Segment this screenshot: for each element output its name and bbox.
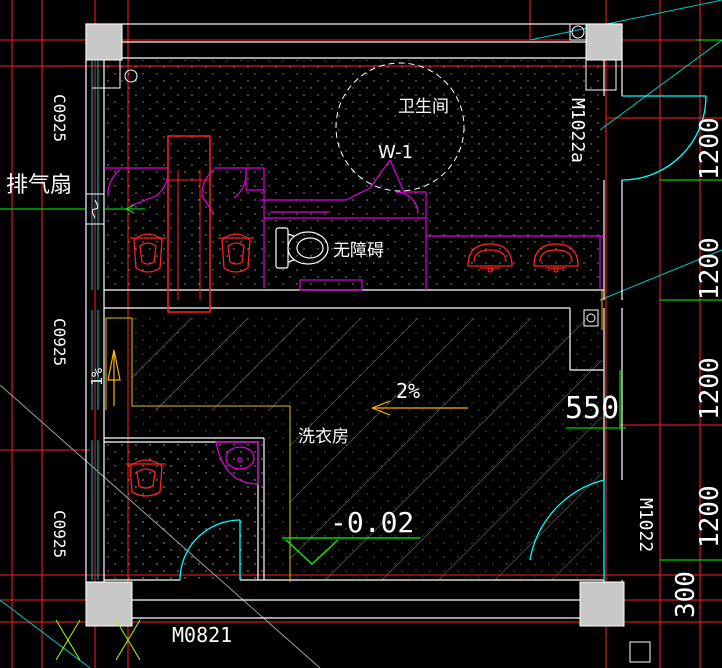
left-windows — [91, 60, 99, 580]
column-bottom-right — [579, 581, 625, 627]
slope-small-label: 1% — [88, 368, 106, 386]
slope-arrow-small — [107, 349, 121, 406]
dim-1200-b: 1200 — [695, 237, 722, 300]
bottom-right-mark — [629, 641, 651, 663]
wash-basin-1 — [467, 243, 513, 273]
door-right-upper-label: M1022a — [567, 98, 588, 163]
exhaust-fan-symbol — [0, 193, 145, 225]
door-bottom-label: M0821 — [172, 623, 232, 647]
squat-toilet-3 — [126, 459, 166, 497]
corner-basin — [215, 441, 259, 485]
door-stall — [179, 519, 241, 581]
accessible-label: 无障碍 — [333, 241, 384, 261]
wash-basin-2 — [533, 243, 579, 273]
laundry-hatch — [132, 318, 602, 580]
column-bottom-left — [85, 581, 133, 627]
accessible-toilet — [275, 227, 329, 269]
window-tag: W-1 — [378, 142, 413, 163]
door-right-lower-label: M1022 — [635, 498, 656, 552]
room-tag-circle — [335, 62, 465, 192]
column-markers — [124, 23, 599, 327]
dim-300: 300 — [671, 571, 701, 618]
laundry-boundary — [105, 290, 603, 582]
elevation-label: -0.02 — [330, 506, 414, 539]
window-left-bottom-label: C0925 — [50, 510, 69, 558]
slope-label: 2% — [396, 379, 420, 403]
walls — [85, 23, 623, 619]
column-top-left — [85, 23, 123, 61]
pipe-chase-inner — [168, 170, 210, 300]
squat-toilet-1 — [130, 233, 166, 273]
dimension-ticks — [566, 39, 722, 561]
room-title: 卫生间 — [398, 97, 449, 117]
pipe-chase — [167, 135, 211, 313]
toilet-partitions — [104, 159, 604, 291]
dim-1200-a: 1200 — [695, 117, 722, 180]
window-left-top-label: C0925 — [50, 94, 69, 142]
dim-550: 550 — [565, 391, 619, 426]
slope-arrow — [371, 400, 468, 416]
columns — [85, 23, 625, 627]
door-right-lower — [529, 479, 605, 580]
diagonal-gray-line — [0, 384, 321, 668]
dim-1200-c: 1200 — [695, 357, 722, 420]
squat-toilet-2 — [218, 233, 254, 273]
window-left-mid-label: C0925 — [50, 318, 69, 366]
bottom-left-symbols — [55, 619, 141, 661]
elevation-marker — [282, 537, 420, 565]
door-right-upper — [621, 95, 707, 181]
laundry-label: 洗衣房 — [298, 427, 349, 447]
column-top-right — [585, 23, 623, 61]
exhaust-fan-label: 排气扇 — [6, 173, 72, 198]
dim-1200-d: 1200 — [695, 485, 722, 548]
